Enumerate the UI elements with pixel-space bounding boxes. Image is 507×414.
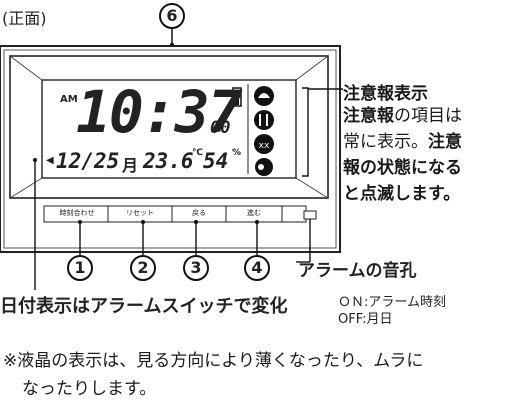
- button-label-reset[interactable]: リセット: [126, 209, 154, 217]
- switch-on-label: ＯＮ:アラーム時刻: [338, 295, 446, 310]
- button-number-3: 3: [183, 255, 209, 281]
- influenza-icon: [254, 134, 274, 154]
- date-arrow-icon: ◀: [46, 155, 54, 166]
- lcd-note-line1: ※液晶の表示は、見る方向により薄くなったり、ムラに: [3, 351, 424, 371]
- date-value: 12/25: [56, 149, 120, 173]
- lcd-note-line2: なったりします。: [22, 379, 157, 399]
- view-label: (正面): [2, 9, 47, 28]
- button-number-4: 4: [244, 255, 270, 281]
- warning-line2a: 常に表示。: [343, 132, 428, 152]
- button-number-2: 2: [130, 255, 156, 281]
- warning-line3: 報の状態になる: [343, 158, 462, 178]
- humidity-value: 54: [203, 149, 229, 173]
- switch-off-label: OFF:月日: [338, 312, 393, 327]
- warning-line1b: の項目は: [394, 106, 462, 126]
- time-seconds: 00: [210, 118, 231, 138]
- warning-line1a: 注意報: [343, 106, 394, 126]
- time-hours-minutes: 10:37: [76, 78, 243, 146]
- button-label-forward[interactable]: 進む: [247, 209, 261, 217]
- svg-text:xx: xx: [259, 141, 270, 151]
- lcd-screen: [41, 79, 297, 179]
- warning-callout-title: 注意報表示: [343, 84, 428, 104]
- food-poisoning-icon: [254, 110, 274, 130]
- warning-line2b: 注意: [428, 132, 462, 152]
- temperature-value: 23.6: [143, 149, 194, 173]
- alarm-hole-label: アラームの音孔: [298, 261, 417, 281]
- weekday-value: 月: [122, 156, 139, 175]
- warning-icons: xx: [254, 86, 274, 176]
- am-indicator: AM: [60, 94, 78, 105]
- humidity-unit: %: [232, 148, 242, 158]
- alarm-hole: [303, 210, 317, 220]
- button-label-time-set[interactable]: 時刻合わせ: [59, 209, 95, 217]
- button-number-1: 1: [67, 255, 93, 281]
- warning-callout-body: 注意報の項目は 常に表示。注意 報の状態になる と点滅します。: [343, 103, 505, 207]
- battery-icon: [232, 87, 242, 107]
- date-display-label: 日付表示はアラームスイッチで変化: [0, 296, 288, 317]
- button-separators: [107, 206, 283, 222]
- button-label-back[interactable]: 戻る: [192, 209, 206, 217]
- warning-line4: と点滅します。: [343, 184, 461, 204]
- temperature-unit: ℃: [192, 148, 203, 158]
